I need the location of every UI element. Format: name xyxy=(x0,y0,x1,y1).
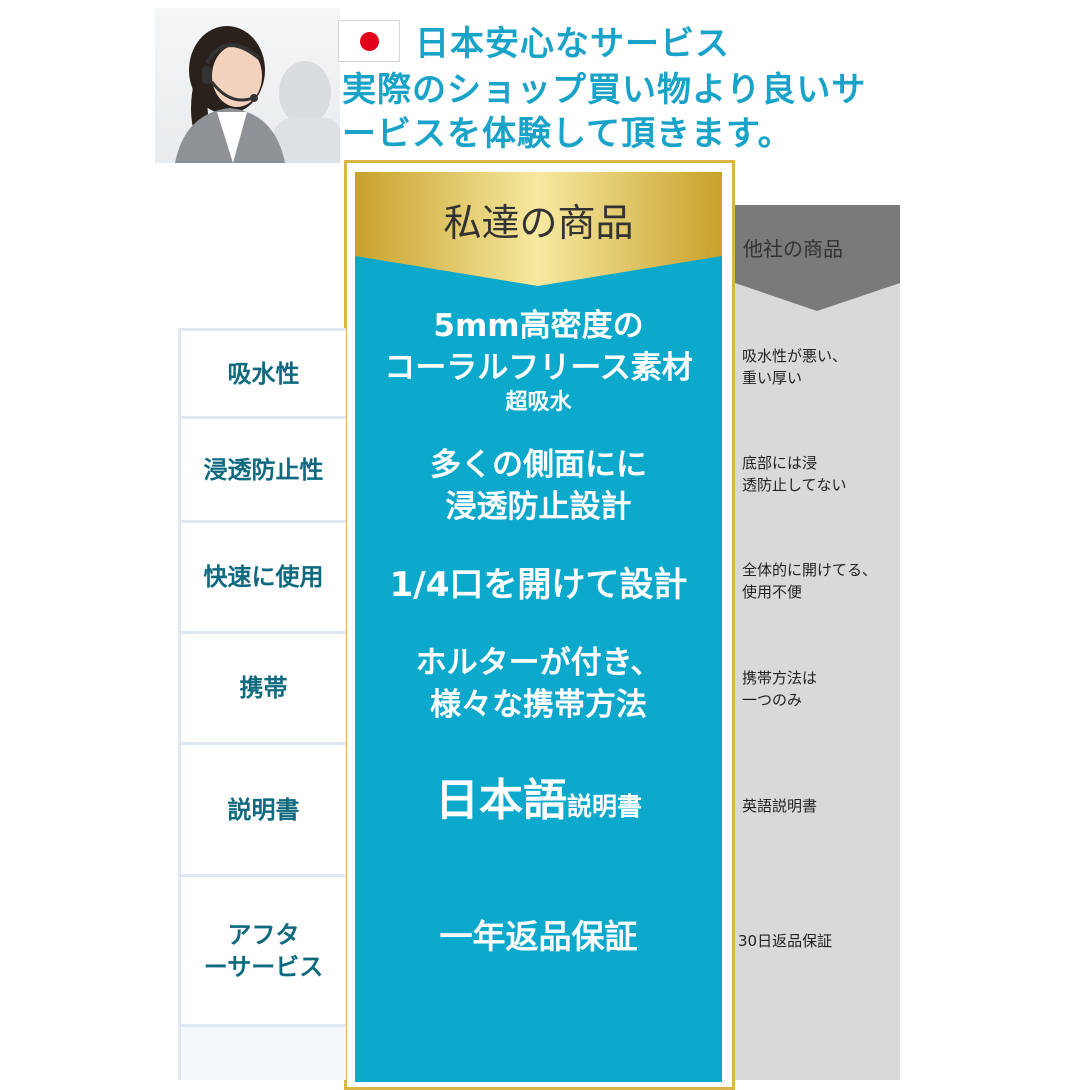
other-cell-leak-proof: 底部には浸 透防止してない xyxy=(742,454,847,494)
label-portability: 携帯 xyxy=(181,634,346,745)
label-after-service: アフタ ーサービス xyxy=(181,877,346,1027)
manual-big-text: 日本語 xyxy=(434,774,567,826)
other-product-column xyxy=(735,205,900,1080)
our-cell-portability: ホルターが付き、 様々な携帯方法 xyxy=(415,645,662,723)
our-cell-after-service: 一年返品保証 xyxy=(439,917,638,956)
label-manual: 説明書 xyxy=(181,745,346,877)
other-cell-quick-use: 全体的に開けてる、 使用不便 xyxy=(742,561,878,601)
manual-small-text: 説明書 xyxy=(566,791,642,821)
other-product-title: 他社の商品 xyxy=(743,237,843,261)
headline-line-3: ービスを体験して頂きます。 xyxy=(342,114,793,154)
japan-flag-icon xyxy=(338,20,400,62)
flag-circle xyxy=(360,32,379,51)
our-cell-absorbency: 5mm高密度の コーラルフリース素材 超吸水 xyxy=(384,308,693,415)
other-cell-portability: 携帯方法は 一つのみ xyxy=(742,669,818,709)
label-quick-use: 快速に使用 xyxy=(181,523,346,634)
other-product-header: 他社の商品 xyxy=(735,205,900,315)
our-product-header: 私達の商品 xyxy=(355,172,722,290)
operator-photo xyxy=(155,8,340,163)
other-cell-absorbency: 吸水性が悪い、 重い厚い xyxy=(742,347,848,387)
headline-line-2: 実際のショップ買い物より良いサ xyxy=(342,70,867,110)
our-product-column xyxy=(355,172,722,1082)
feature-label-column: 吸水性 浸透防止性 快速に使用 携帯 説明書 アフタ ーサービス xyxy=(178,328,346,1080)
our-product-title: 私達の商品 xyxy=(443,201,634,245)
label-absorbency: 吸水性 xyxy=(181,331,346,419)
other-cell-after-service: 30日返品保証 xyxy=(738,932,833,950)
headline-line-1: 日本安心なサービス xyxy=(415,24,730,64)
our-cell-leak-proof: 多くの側面にに 浸透防止設計 xyxy=(430,447,647,525)
our-cell-manual: 日本語説明書 xyxy=(355,770,722,840)
other-cell-manual: 英語説明書 xyxy=(742,797,818,815)
label-leak-proof: 浸透防止性 xyxy=(181,419,346,523)
our-cell-quick-use: 1/4口を開けて設計 xyxy=(389,565,688,605)
